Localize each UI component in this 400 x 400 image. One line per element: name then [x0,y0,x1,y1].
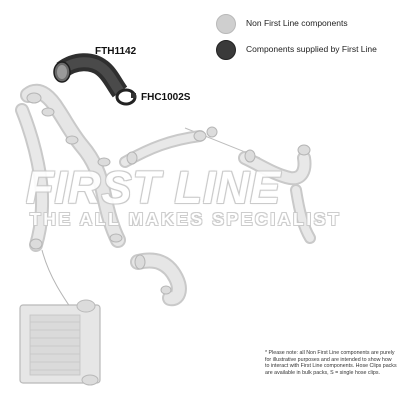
dark-circle-icon [216,40,236,60]
intercooler [19,299,101,386]
non-first-line-clamps [26,92,311,295]
grey-circle-icon [216,14,236,34]
legend-label: Non First Line components [246,18,348,28]
part-label-hose[interactable]: FTH1142 [95,46,137,57]
legend-label: Components supplied by First Line [246,44,377,54]
legend: Non First Line components Components sup… [216,14,396,66]
part-label-clip[interactable]: FHC1002S [141,92,191,103]
legend-item-non-first-line: Non First Line components [216,14,396,36]
hose-fth1142[interactable] [53,53,128,98]
non-first-line-pipework [15,83,316,307]
hose-clip-fhc1002s[interactable] [115,88,137,106]
watermark-brand: FIRST LINE [26,162,281,213]
legend-item-supplied: Components supplied by First Line [216,40,396,62]
watermark-tagline: THE ALL MAKES SPECIALIST [30,209,342,229]
footnote: * Please note: all Non First Line compon… [265,350,397,376]
